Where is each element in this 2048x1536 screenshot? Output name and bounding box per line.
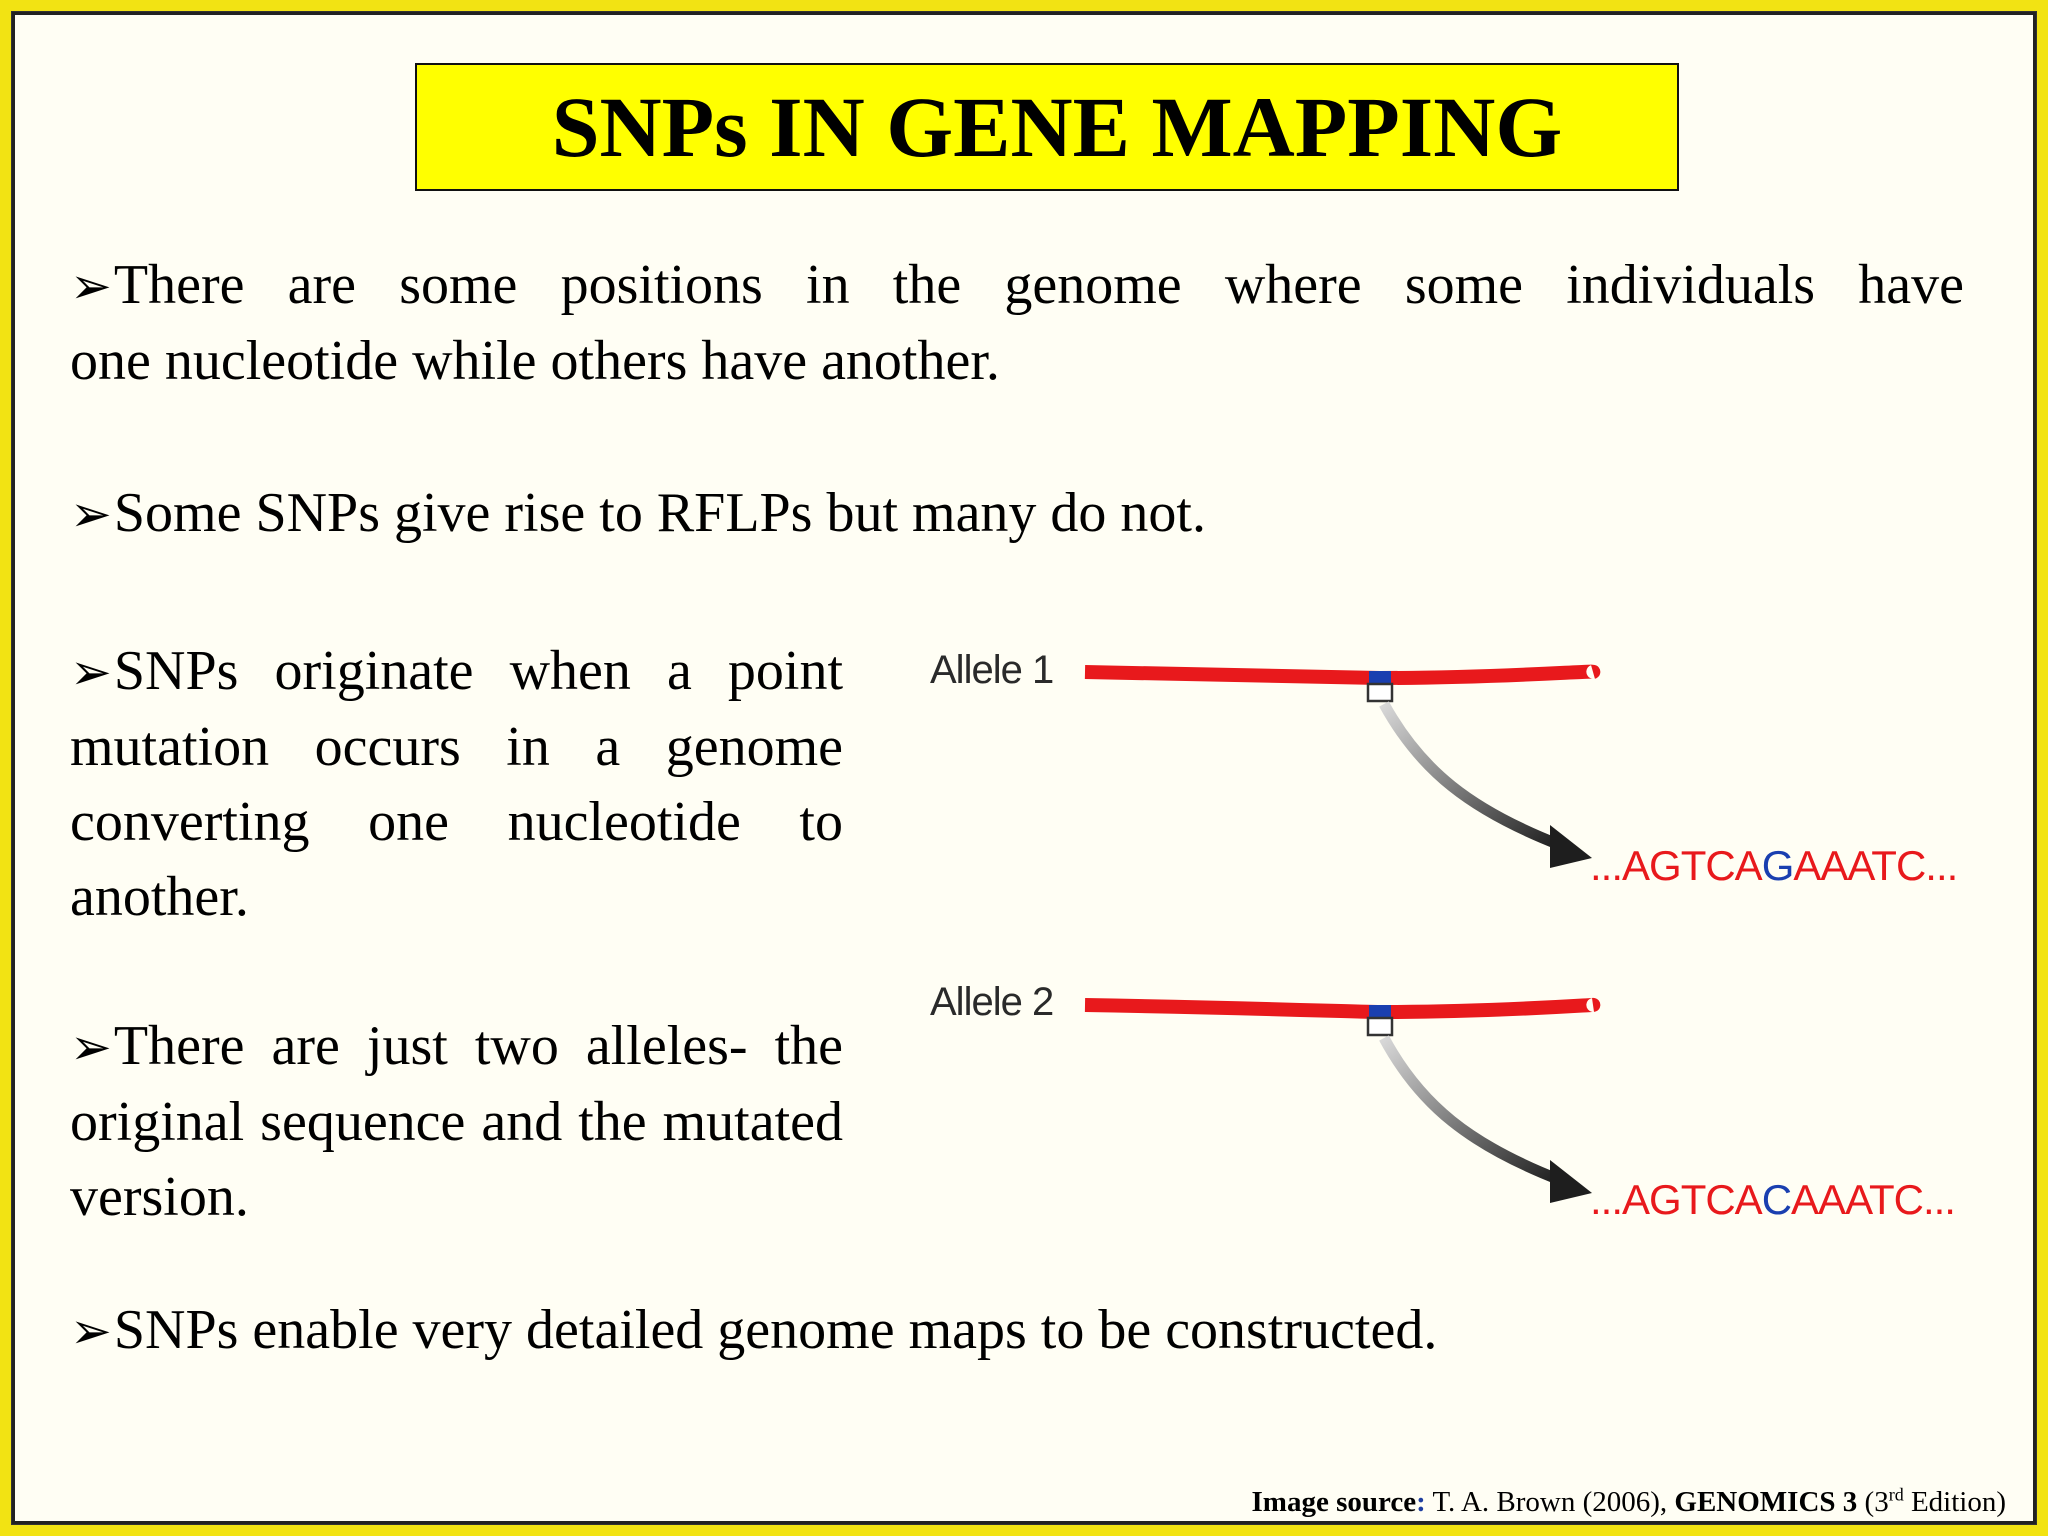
credit-edition-open: (3	[1857, 1486, 1889, 1518]
credit-colon: :	[1416, 1486, 1426, 1518]
sequence-prefix: ...AGTCA	[1590, 1176, 1763, 1223]
allele-1-label: Allele 1	[930, 648, 1054, 692]
sequence-suffix: AAATC...	[1793, 842, 1958, 889]
allele-1-sequence: ...AGTCAGAAATC...	[1590, 842, 1958, 890]
allele-1-strand	[1084, 664, 1601, 868]
credit-edition-close: Edition)	[1903, 1486, 2006, 1518]
snp-base: C	[1761, 1176, 1792, 1223]
bullet-1-lead-text: There are some positions in the genome w…	[113, 254, 1964, 316]
bullet-arrow-icon: ➢	[70, 644, 112, 700]
bullet-1-line-2: one nucleotide while others have another…	[70, 330, 1000, 392]
page-title: SNPs IN GENE MAPPING	[551, 79, 1563, 175]
bullet-1-line-1: ➢There are some positions in the genome …	[70, 248, 1964, 324]
credit-author: T. A. Brown (2006),	[1425, 1486, 1675, 1518]
image-source-credit: Image source: T. A. Brown (2006), GENOMI…	[1251, 1484, 2007, 1519]
title-banner: SNPs IN GENE MAPPING	[415, 63, 1679, 191]
bullet-arrow-icon: ➢	[70, 1303, 112, 1359]
credit-label: Image source	[1251, 1486, 1417, 1518]
bullet-2-text: Some SNPs give rise to RFLPs but many do…	[113, 482, 1206, 544]
credit-book: GENOMICS 3	[1674, 1486, 1858, 1518]
bullet-4: ➢There are just two alleles- the origina…	[70, 1009, 843, 1235]
sequence-suffix: AAATC...	[1791, 1176, 1956, 1223]
snp-allele-figure: Allele 1 Allele 2 ...AGTCAGAAATC... ...A…	[900, 620, 2010, 1260]
bullet-4-text: There are just two alleles- the original…	[70, 1015, 843, 1228]
sequence-prefix: ...AGTCA	[1590, 842, 1763, 889]
allele-2-strand	[1084, 997, 1601, 1203]
bullet-5: ➢SNPs enable very detailed genome maps t…	[70, 1293, 1964, 1369]
slide-inner-border	[12, 12, 2036, 1524]
bullet-5-text: SNPs enable very detailed genome maps to…	[113, 1299, 1438, 1361]
bullet-arrow-icon: ➢	[70, 1019, 112, 1075]
bullet-arrow-icon: ➢	[70, 258, 112, 314]
bullet-3-text: SNPs originate when a point mutation occ…	[70, 640, 843, 928]
bullet-2: ➢Some SNPs give rise to RFLPs but many d…	[70, 476, 1964, 552]
allele-1-arrow	[1379, 701, 1562, 851]
allele-2-arrow	[1379, 1035, 1562, 1186]
bullet-3: ➢SNPs originate when a point mutation oc…	[70, 634, 843, 935]
allele-2-sequence: ...AGTCACAAATC...	[1590, 1176, 1956, 1224]
bullet-1: ➢There are some positions in the genome …	[70, 248, 1964, 399]
snp-marker-2	[1369, 1005, 1391, 1018]
credit-edition-sup: rd	[1888, 1484, 1904, 1505]
bullet-arrow-icon: ➢	[70, 486, 112, 542]
allele-diagram	[1084, 664, 1601, 1203]
snp-base: G	[1761, 842, 1795, 889]
snp-marker-1	[1369, 671, 1391, 684]
allele-2-label: Allele 2	[930, 980, 1054, 1024]
